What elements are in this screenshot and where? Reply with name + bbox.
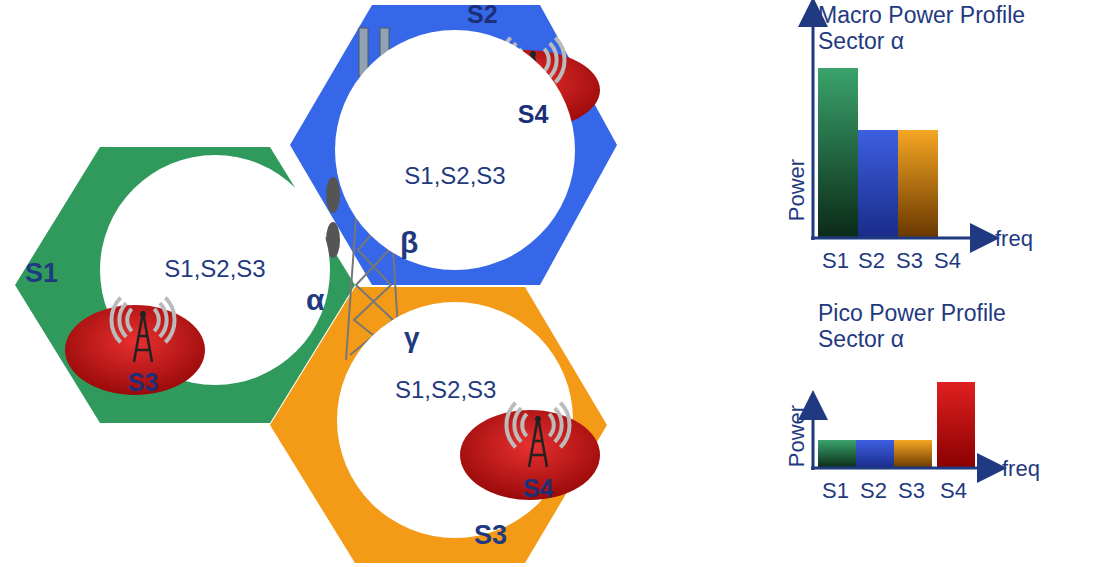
chart-title: Macro Power Profile Sector α	[818, 2, 1050, 55]
sector-name: S3	[474, 520, 507, 551]
axis-label: freq	[1002, 456, 1040, 481]
sector-letter: β	[400, 226, 418, 261]
power-bar	[937, 382, 975, 468]
power-bar	[856, 440, 894, 468]
sector-set-label: S4	[523, 474, 554, 503]
coverage-circle: S1,S2,S3	[335, 30, 575, 270]
sector-set-label: S1,S2,S3	[164, 255, 265, 283]
tick-label: S3	[898, 478, 925, 503]
power-bar	[818, 440, 856, 468]
antenna-panel	[326, 177, 340, 213]
sector-letter: γ	[404, 322, 420, 354]
circle-shape	[335, 30, 575, 270]
pico-cell: S3	[60, 292, 210, 402]
sector-hexagon	[290, 5, 617, 285]
tick-label: S2	[858, 248, 885, 273]
axis	[811, 467, 992, 470]
power-bar	[898, 130, 938, 237]
tick-label: S4	[940, 478, 967, 503]
power-bar	[818, 68, 858, 237]
tick-label: S1	[822, 248, 849, 273]
sector-set-label: S1,S2,S3	[395, 376, 496, 404]
tick-label: S2	[860, 478, 887, 503]
tick-label: S1	[822, 478, 849, 503]
tick-label: S3	[896, 248, 923, 273]
axis	[812, 405, 815, 470]
sector-set-label: S3	[128, 368, 159, 397]
chart-title: Pico Power Profile Sector α	[818, 300, 1050, 353]
sector-letter: α	[306, 283, 324, 318]
axis	[811, 237, 985, 240]
tick-label: S4	[934, 248, 961, 273]
sector-set-label: S4	[518, 100, 549, 129]
power-bar	[894, 440, 932, 468]
power-bar	[858, 130, 898, 237]
sector-name: S1	[25, 258, 58, 289]
pico-cell: S4	[455, 400, 605, 510]
axis	[812, 12, 815, 240]
axis-label: freq	[995, 226, 1033, 251]
sector-set-label: S2	[467, 0, 498, 29]
sector-hexagon	[270, 287, 607, 563]
axis-label: Power	[784, 405, 809, 467]
axis-label: Power	[784, 159, 809, 221]
sector-set-label: S1,S2,S3	[404, 162, 505, 190]
